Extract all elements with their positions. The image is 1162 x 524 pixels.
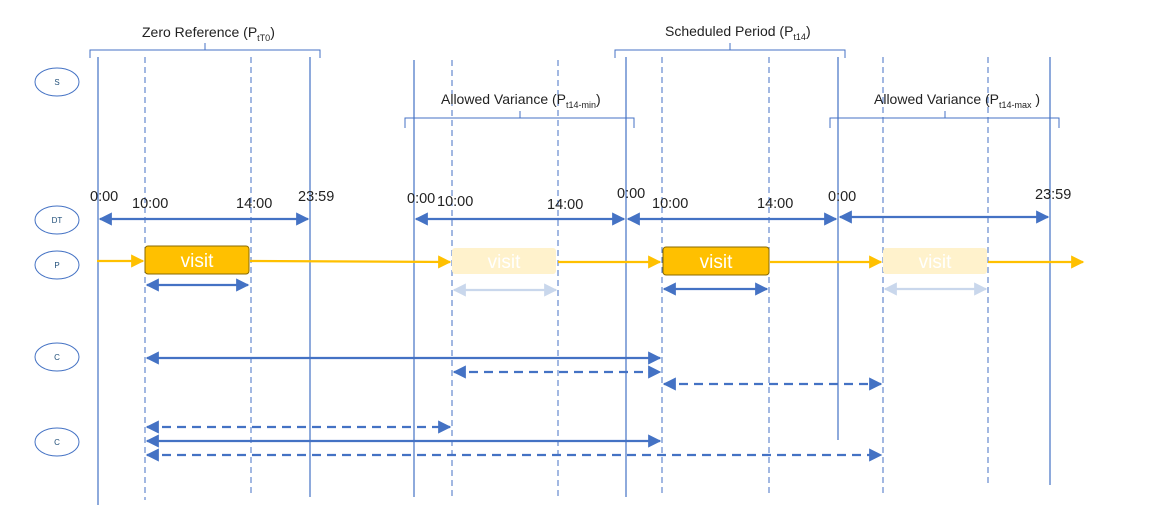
bracket-zero-reference xyxy=(89,43,321,58)
time-label: 14:00 xyxy=(236,196,272,212)
row-labels: S DT P C C xyxy=(34,67,80,457)
row-label-dt: DT xyxy=(34,205,80,235)
svg-text:visit: visit xyxy=(700,252,733,273)
c1-arrows xyxy=(145,351,883,391)
timeline-arrow xyxy=(249,255,452,269)
bracket-variance-max xyxy=(829,111,1060,128)
time-label: 23:59 xyxy=(298,189,334,205)
row-label-p: P xyxy=(34,250,80,280)
row-label-c1: C xyxy=(34,342,80,372)
c2-arrows xyxy=(145,420,883,462)
time-dashed-lines xyxy=(144,57,989,500)
svg-text:S: S xyxy=(54,78,59,87)
bracket-labels: Zero Reference (PtT0) Scheduled Period (… xyxy=(142,23,1040,110)
svg-text:P: P xyxy=(54,261,59,270)
scheduled-period-label: Scheduled Period (Pt14) xyxy=(665,23,811,42)
visit-box: visit xyxy=(144,245,250,275)
zero-reference-label: Zero Reference (PtT0) xyxy=(142,24,275,43)
bracket-scheduled-period xyxy=(614,43,846,58)
dt-arrows xyxy=(98,210,1050,226)
visit-box: visit xyxy=(662,246,770,276)
time-label: 14:00 xyxy=(757,196,793,212)
time-label: 10:00 xyxy=(652,196,688,212)
visit-box-faded: visit xyxy=(452,248,556,274)
visit-box-faded: visit xyxy=(883,248,987,274)
day-boundary-lines xyxy=(97,57,1051,505)
row-label-c2: C xyxy=(34,427,80,457)
bracket-variance-min xyxy=(404,111,635,128)
time-label: 10:00 xyxy=(132,196,168,212)
svg-text:DT: DT xyxy=(52,216,63,225)
visit-duration-arrows xyxy=(145,278,988,297)
time-label: 0:00 xyxy=(407,191,435,207)
time-label: 0:00 xyxy=(828,189,856,205)
p-timeline xyxy=(97,254,1085,269)
time-label: 10:00 xyxy=(437,194,473,210)
svg-text:C: C xyxy=(54,353,60,362)
brackets xyxy=(89,43,1060,128)
variance-min-label: Allowed Variance (Pt14-min) xyxy=(441,91,601,110)
time-label: 0:00 xyxy=(90,189,118,205)
row-label-s: S xyxy=(34,67,80,97)
time-label: 23:59 xyxy=(1035,187,1071,203)
time-labels: 0:00 10:00 14:00 23:59 0:00 10:00 14:00 … xyxy=(90,186,1071,213)
svg-text:visit: visit xyxy=(181,251,214,272)
time-label: 0:00 xyxy=(617,186,645,202)
time-label: 14:00 xyxy=(547,197,583,213)
variance-max-label: Allowed Variance (Pt14-max ) xyxy=(874,91,1040,110)
svg-text:C: C xyxy=(54,438,60,447)
svg-text:visit: visit xyxy=(919,252,952,273)
svg-text:visit: visit xyxy=(488,252,521,273)
